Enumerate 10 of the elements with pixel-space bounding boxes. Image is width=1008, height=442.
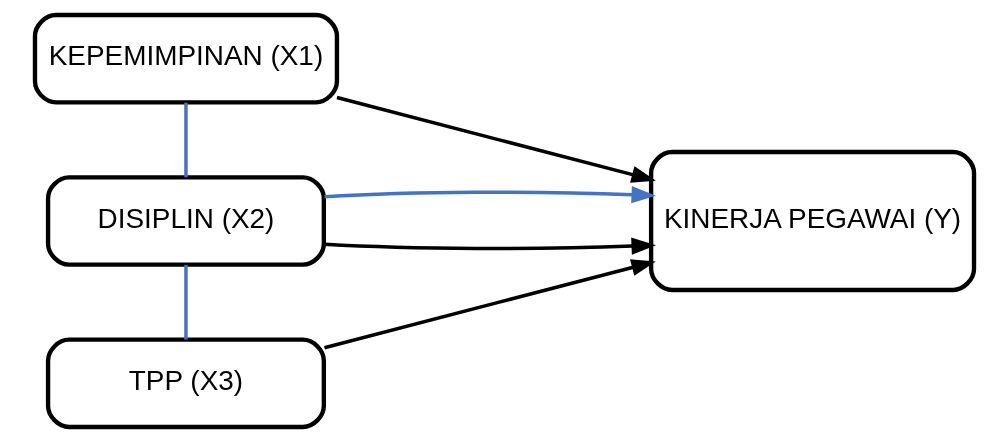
node-box: TPP (X3) (45, 337, 326, 430)
arrow (323, 186, 656, 204)
arrow (323, 237, 656, 255)
connector (183, 102, 188, 178)
node-box: KEPEMIMPINAN (X1) (32, 12, 339, 105)
node-box: DISIPLIN (X2) (45, 175, 326, 267)
node-box: KINERJA PEGAWAI (Y) (648, 149, 976, 293)
arrow (323, 259, 656, 350)
arrow (336, 95, 656, 183)
connector (183, 265, 188, 340)
